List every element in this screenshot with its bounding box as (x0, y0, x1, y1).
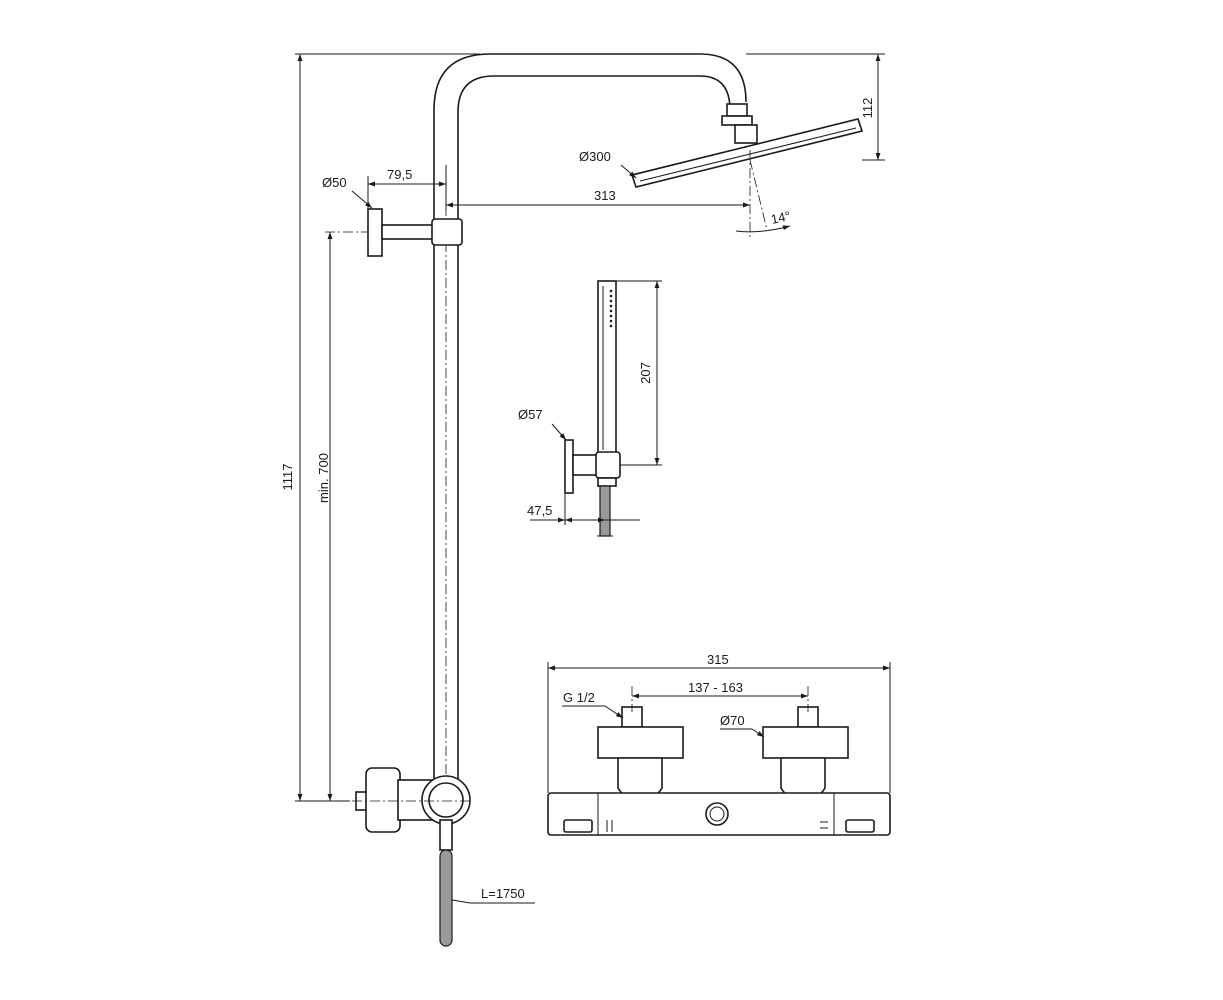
nozzle-row (609, 289, 613, 328)
diverter-valve (352, 767, 472, 833)
wall-bracket (367, 208, 463, 257)
label-escutcheon-diameter: Ø70 (720, 713, 745, 728)
label-bracket-offset: 79,5 (387, 167, 412, 182)
label-head-diameter: Ø300 (579, 149, 611, 164)
label-head-angle: 14° (770, 208, 792, 227)
label-bracket-diameter: Ø50 (322, 175, 347, 190)
label-overall-height: 1117 (280, 464, 295, 491)
label-inlet-thread: G 1/2 (563, 690, 595, 705)
thermostatic-mixer (547, 686, 891, 836)
long-hose (439, 819, 453, 947)
hand-shower (564, 280, 621, 537)
label-mixer-width: 315 (707, 652, 729, 667)
label-head-height: 112 (860, 98, 875, 119)
dimension-labels: 1117 min. 700 Ø50 79,5 313 Ø300 112 14° … (280, 98, 875, 901)
riser-column (433, 53, 758, 830)
shower-head (630, 118, 864, 188)
label-arm-reach: 313 (594, 188, 616, 203)
label-holder-diameter: Ø57 (518, 407, 543, 422)
dimension-lines (295, 53, 891, 904)
label-holder-offset: 47,5 (527, 503, 552, 518)
label-hose-length: L=1750 (481, 886, 525, 901)
label-min-height: min. 700 (316, 453, 331, 503)
label-inlet-centers: 137 - 163 (688, 680, 743, 695)
label-hand-length: 207 (638, 362, 653, 384)
